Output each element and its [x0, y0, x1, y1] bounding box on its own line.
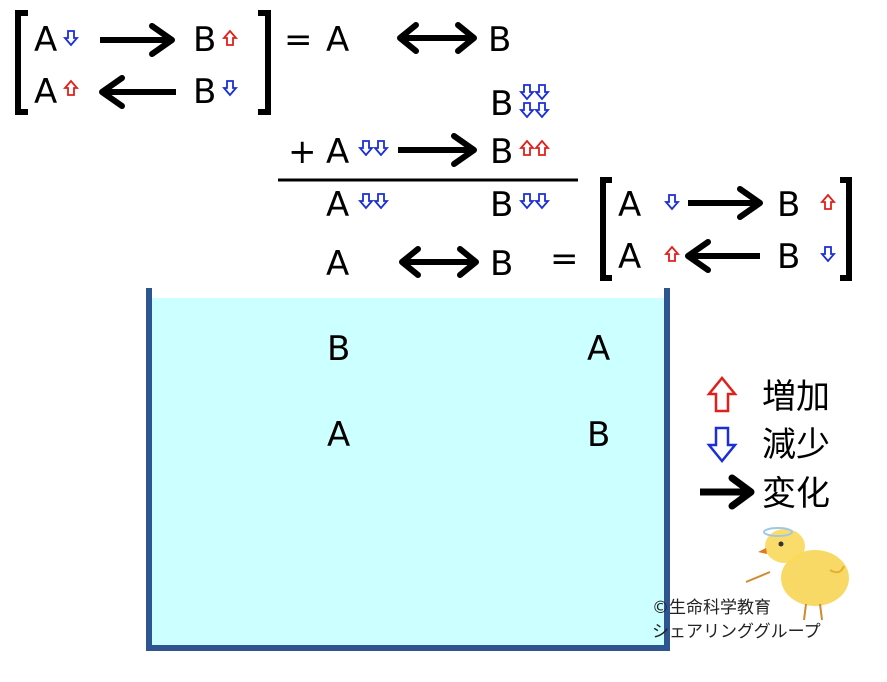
down-arrow-icon — [706, 426, 738, 463]
legend-increase: 増加 — [762, 377, 830, 417]
up-arrow-icon — [64, 80, 78, 96]
down-arrow-icon — [520, 193, 534, 209]
eq1-result-b: B — [488, 20, 511, 60]
credit: ©生命科学教育 シェアリンググループ — [652, 598, 821, 642]
chick-icon — [745, 527, 849, 621]
down-arrow-icon — [374, 140, 388, 156]
down-arrow-icon — [535, 84, 549, 100]
eq2-b-extra: B — [490, 84, 513, 124]
down-arrow-icon — [223, 80, 237, 96]
down-arrow-icon — [64, 30, 78, 46]
equation-2: B + A B A B A B = A — [278, 84, 852, 284]
legend-change: 変化 — [762, 474, 830, 514]
eq2-equals: = — [550, 239, 579, 279]
up-arrow-icon — [520, 140, 534, 156]
down-arrow-icon — [821, 246, 835, 262]
tank-water — [150, 298, 666, 647]
right-bracket — [258, 10, 271, 115]
reaction-arrow-icon — [688, 186, 763, 220]
eq1-equals: = — [284, 20, 313, 60]
credit-line-1: ©生命科学教育 — [652, 598, 771, 618]
equation-1: A B A B = A B — [15, 10, 511, 115]
equilibrium-arrow-icon — [397, 22, 477, 54]
down-arrow-icon — [535, 193, 549, 209]
eq2-b-result: B — [490, 185, 513, 225]
eq2-a-result: A — [326, 185, 349, 225]
eq2-plus: + — [288, 132, 317, 172]
eq1-b-top: B — [193, 20, 216, 60]
reaction-arrow-icon — [685, 239, 760, 273]
down-arrow-icon — [535, 102, 549, 118]
reaction-arrow-icon — [100, 23, 175, 57]
eq2-b-sum: B — [490, 132, 513, 172]
up-arrow-icon — [535, 140, 549, 156]
tank-left-b: B — [327, 329, 350, 369]
eq2-b-final: B — [490, 244, 513, 284]
matrix-a-bottom: A — [618, 237, 641, 277]
tank-right-b: B — [587, 415, 610, 455]
tank-wall — [146, 288, 670, 651]
down-arrow-icon — [520, 102, 534, 118]
up-arrow-icon — [223, 30, 237, 46]
up-arrow-icon — [821, 194, 835, 210]
down-arrow-icon — [374, 193, 388, 209]
equilibrium-arrow-icon — [399, 246, 479, 278]
matrix-b-bottom: B — [777, 237, 800, 277]
reaction-arrow-icon — [398, 133, 477, 167]
down-arrow-icon — [520, 84, 534, 100]
up-arrow-icon — [665, 246, 679, 262]
credit-line-2: シェアリンググループ — [652, 622, 821, 642]
eq1-a-bottom: A — [34, 72, 57, 112]
down-arrow-icon — [665, 194, 679, 210]
tank: B A A B — [146, 288, 670, 651]
up-arrow-icon — [706, 376, 738, 413]
tank-left-a: A — [327, 415, 350, 455]
eq2-a-sum: A — [326, 132, 349, 172]
down-arrow-icon — [359, 140, 373, 156]
right-bracket — [840, 177, 852, 281]
tank-right-a: A — [587, 329, 610, 369]
matrix-b-top: B — [777, 185, 800, 225]
eq2-a-final: A — [326, 244, 349, 284]
left-bracket — [15, 10, 28, 115]
legend-decrease: 減少 — [762, 425, 830, 465]
left-bracket — [600, 177, 612, 281]
eq1-a-top: A — [34, 20, 57, 60]
legend: 増加 減少 変化 — [700, 376, 830, 514]
reaction-arrow-icon — [700, 474, 755, 510]
down-arrow-icon — [359, 193, 373, 209]
eq1-b-bottom: B — [193, 72, 216, 112]
reaction-arrow-icon — [99, 75, 176, 109]
matrix-a-top: A — [618, 185, 641, 225]
eq1-result-a: A — [326, 20, 349, 60]
